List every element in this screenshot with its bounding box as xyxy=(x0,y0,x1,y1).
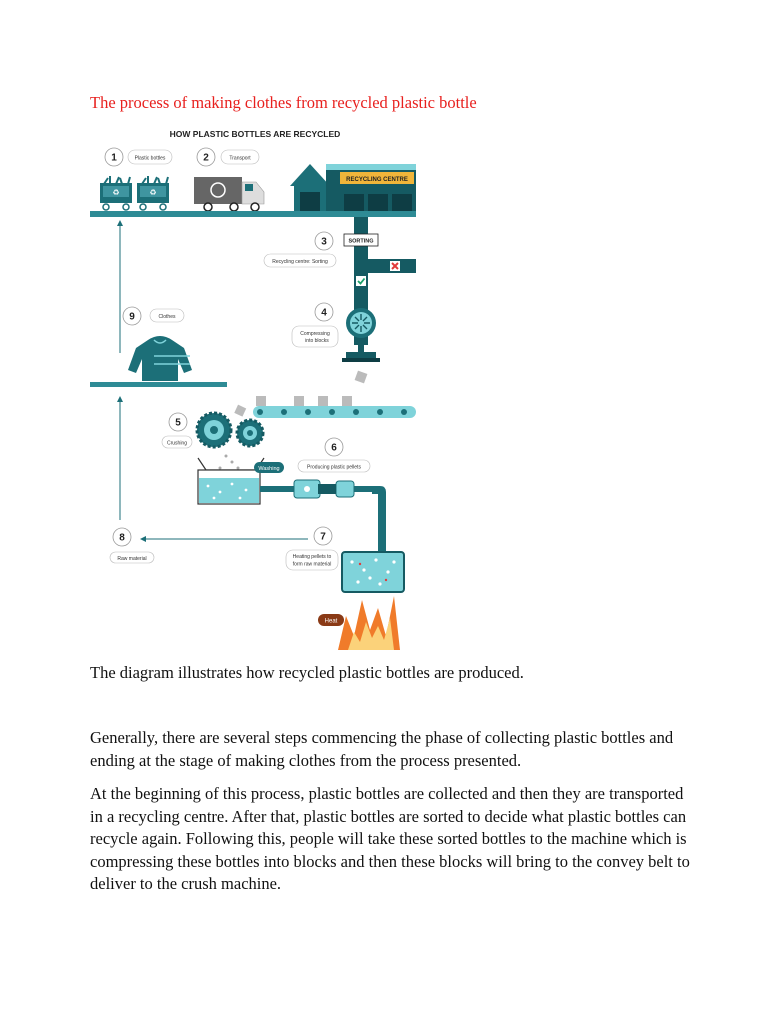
step-6: 6 Producing plastic pellets xyxy=(297,437,371,473)
heat-tag: Heat xyxy=(325,619,338,625)
sweater-illustration xyxy=(128,336,192,381)
paragraph-intro: The diagram illustrates how recycled pla… xyxy=(90,663,524,682)
compressor-machine xyxy=(342,308,380,384)
step-5: 5 Crushing xyxy=(161,412,193,449)
arrow-raw-material-to-clothes xyxy=(117,396,123,520)
upper-floor-line xyxy=(90,211,416,217)
step-1: 1 Plastic bottles xyxy=(104,147,173,167)
heating-tank xyxy=(341,551,405,593)
step-2-label: Transport xyxy=(229,156,251,162)
washing-tag: Washing xyxy=(258,466,279,472)
paragraph-details: At the beginning of this process, plasti… xyxy=(90,784,690,893)
step-5-number: 5 xyxy=(175,418,181,429)
step-7: 7 Heating pellets to form raw material xyxy=(285,526,339,571)
step-6-label: Producing plastic pellets xyxy=(307,465,361,471)
arrow-clothes-to-bottles xyxy=(117,220,123,353)
sorting-sign: SORTING xyxy=(348,239,373,245)
step-2-number: 2 xyxy=(203,153,209,164)
step-8-number: 8 xyxy=(119,533,125,544)
plastic-bottle-bins: ♻ ♻ xyxy=(100,176,169,211)
step-7-label-line1: Heating pellets to xyxy=(293,554,332,560)
document-heading: The process of making clothes from recyc… xyxy=(90,93,477,112)
crushing-gears xyxy=(195,411,265,484)
step-4-label-line2: into blocks xyxy=(305,338,329,344)
step-3: 3 Recycling centre: Sorting xyxy=(263,231,337,268)
step-9-label: Clothes xyxy=(159,314,176,320)
step-9-number: 9 xyxy=(129,312,135,323)
paragraph-overview: Generally, there are several steps comme… xyxy=(90,728,674,770)
step-4: 4 Compressing into blocks xyxy=(291,302,339,348)
step-2: 2 Transport xyxy=(196,147,260,167)
pellet-pipe xyxy=(260,479,386,552)
step-8-label: Raw material xyxy=(117,556,146,562)
recycling-centre: RECYCLING CENTRE xyxy=(290,164,416,212)
heat-flames: Heat xyxy=(318,596,400,650)
step-1-number: 1 xyxy=(111,153,117,164)
conveyor-belt xyxy=(234,396,416,418)
step-4-label-line1: Compressing xyxy=(300,331,330,337)
recycling-diagram: HOW PLASTIC BOTTLES ARE RECYCLED 1 Plast… xyxy=(90,120,420,655)
diagram-title: HOW PLASTIC BOTTLES ARE RECYCLED xyxy=(170,129,341,139)
step-7-number: 7 xyxy=(320,532,326,543)
washing-tank: Washing xyxy=(197,457,284,505)
step-3-number: 3 xyxy=(321,237,327,248)
step-5-label: Crushing xyxy=(167,441,187,447)
svg-text:♻: ♻ xyxy=(149,188,156,197)
step-1-label: Plastic bottles xyxy=(135,156,166,162)
step-6-number: 6 xyxy=(331,443,337,454)
middle-floor-line xyxy=(90,382,227,387)
svg-text:♻: ♻ xyxy=(112,188,119,197)
step-9: 9 Clothes xyxy=(122,306,185,326)
step-3-label: Recycling centre: Sorting xyxy=(272,259,328,265)
recycling-centre-sign: RECYCLING CENTRE xyxy=(346,177,408,183)
step-4-number: 4 xyxy=(321,308,327,319)
step-7-label-line2: form raw material xyxy=(293,562,332,568)
arrow-heating-to-raw-material xyxy=(140,536,308,542)
step-8: 8 Raw material xyxy=(109,527,155,564)
transport-truck xyxy=(194,177,265,212)
